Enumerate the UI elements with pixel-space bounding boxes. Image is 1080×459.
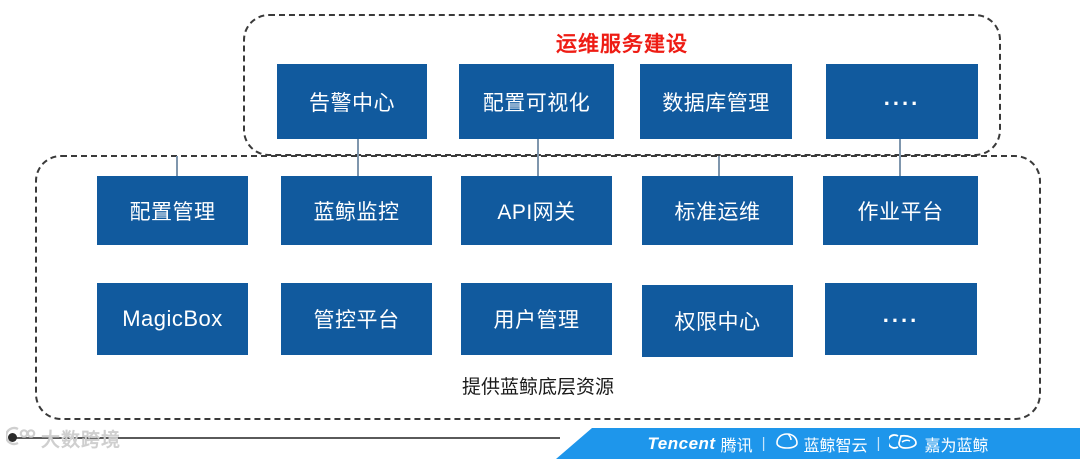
tile-permission-center[interactable]: 权限中心 [642, 285, 793, 357]
watermark-logo-icon [5, 426, 36, 452]
brand-tencent: Tencent 腾讯 [648, 432, 753, 456]
tile-label: 配置管理 [129, 200, 216, 224]
tile-label: 标准运维 [674, 200, 761, 224]
platform-caption: 提供蓝鲸底层资源 [461, 377, 614, 398]
whale-cloud-icon [775, 432, 799, 456]
tile-label: 管控平台 [313, 309, 400, 332]
tile-alert-center[interactable]: 告警中心 [277, 64, 427, 139]
connector-line-5 [899, 139, 901, 177]
tile-label: 配置可视化 [482, 91, 591, 115]
brand-bluking-cloud: 蓝鲸智云 [775, 432, 868, 456]
tile-label: 作业平台 [857, 200, 944, 224]
brand-tencent-latin: Tencent [647, 433, 716, 453]
tile-api-gateway[interactable]: API网关 [461, 176, 612, 245]
tile-config-management[interactable]: 配置管理 [97, 176, 248, 245]
brand-separator: | [761, 435, 766, 452]
tile-magicbox[interactable]: MagicBox [97, 283, 248, 355]
footer-brand-banner: Tencent 腾讯 | 蓝鲸智云 | [556, 428, 1080, 459]
watermark-dot [8, 433, 17, 442]
tile-label: .... [883, 84, 921, 110]
whale-icon [887, 432, 919, 456]
connector-line-3 [537, 139, 539, 177]
watermark-text: 大数跨境 [41, 430, 122, 451]
connector-line-1 [176, 156, 178, 177]
tile-label: API网关 [497, 200, 576, 224]
brand-separator-2: | [876, 435, 881, 452]
watermark: 大数跨境 [5, 425, 122, 452]
brand-tencent-cn: 腾讯 [720, 437, 753, 455]
tile-user-management[interactable]: 用户管理 [461, 283, 612, 355]
brand-bluking-cloud-cn: 蓝鲸智云 [803, 437, 868, 455]
connector-line-2 [357, 139, 359, 177]
tile-label: 告警中心 [309, 91, 395, 115]
connector-line-4 [718, 156, 720, 177]
brand-jiawei-bluking-cn: 嘉为蓝鲸 [924, 437, 989, 455]
tile-config-visualization[interactable]: 配置可视化 [459, 64, 614, 139]
tile-standard-ops[interactable]: 标准运维 [642, 176, 793, 245]
tile-label: .... [882, 302, 920, 327]
footer: Tencent 腾讯 | 蓝鲸智云 | [0, 428, 1080, 459]
tile-more-bottom[interactable]: .... [825, 283, 977, 355]
tile-label: 蓝鲸监控 [313, 200, 400, 224]
tile-label: 用户管理 [493, 309, 580, 332]
tile-label: MagicBox [122, 306, 223, 331]
tile-label: 数据库管理 [662, 91, 770, 115]
tile-more-top[interactable]: .... [826, 64, 978, 139]
brand-jiawei-bluking: 嘉为蓝鲸 [887, 432, 989, 456]
tile-control-platform[interactable]: 管控平台 [281, 283, 432, 355]
tile-label: 权限中心 [674, 311, 761, 334]
section-title: 运维服务建设 [556, 33, 688, 56]
tile-job-platform[interactable]: 作业平台 [823, 176, 978, 245]
tile-database-management[interactable]: 数据库管理 [640, 64, 792, 139]
ops-service-group-boundary [243, 14, 1001, 156]
tile-bluking-monitoring[interactable]: 蓝鲸监控 [281, 176, 432, 245]
watermark-rule [12, 437, 560, 439]
